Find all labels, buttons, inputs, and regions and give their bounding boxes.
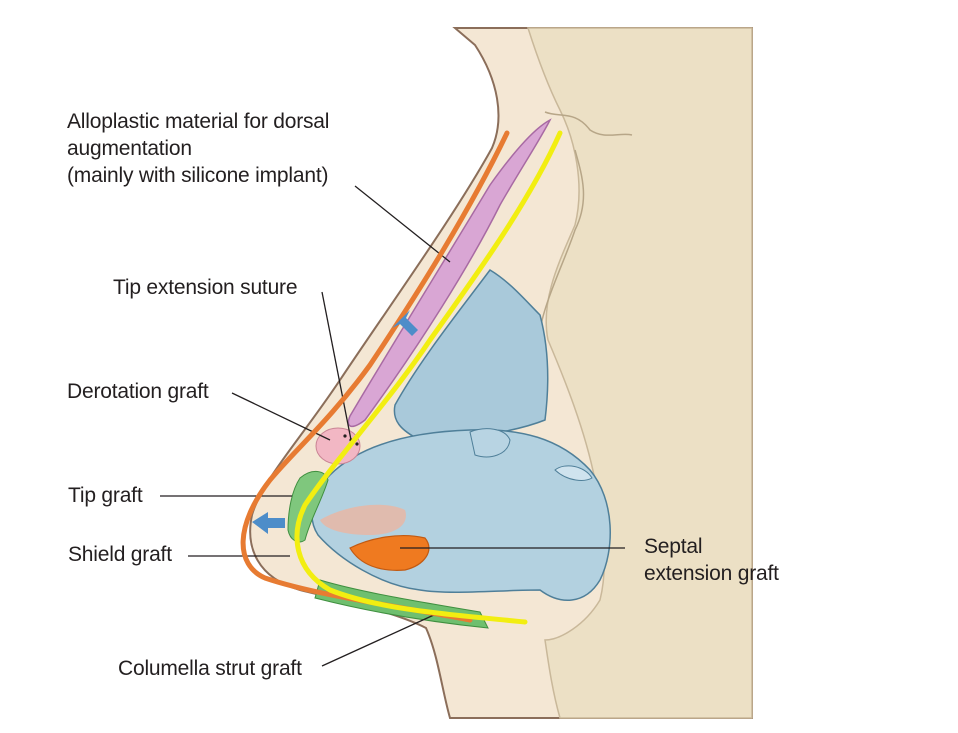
derotation-graft-label: Derotation graft <box>67 380 209 403</box>
tip-graft-label: Tip graft <box>68 484 143 507</box>
silicone-implant <box>347 118 552 428</box>
septal-line-1: Septal <box>644 535 703 558</box>
septal-line-2: extension graft <box>644 562 779 585</box>
tip-extension-suture-marks <box>343 434 359 446</box>
septal-cartilage-fragment <box>320 504 406 535</box>
septal-extension-graft-shape <box>349 535 430 571</box>
alloplastic-material-label: Alloplastic material for dorsal augmenta… <box>67 108 329 189</box>
arrow-up-icon <box>392 310 418 336</box>
alloplastic-line-3: (mainly with silicone implant) <box>67 164 329 187</box>
septal-extension-graft-label: Septal extension graft <box>644 533 779 587</box>
orange-outline <box>240 130 510 623</box>
domal-cartilage <box>469 428 511 458</box>
alloplastic-line-1: Alloplastic material for dorsal <box>67 110 330 133</box>
columella-strut-graft-label: Columella strut graft <box>118 657 302 680</box>
yellow-outline <box>294 130 563 625</box>
nostril <box>554 465 593 481</box>
bone-suture-line <box>539 111 633 331</box>
tip-extension-suture-label: Tip extension suture <box>113 276 298 299</box>
arrow-left-icon <box>252 512 285 534</box>
shield-graft-label: Shield graft <box>68 543 172 566</box>
alloplastic-line-2: augmentation <box>67 137 192 160</box>
